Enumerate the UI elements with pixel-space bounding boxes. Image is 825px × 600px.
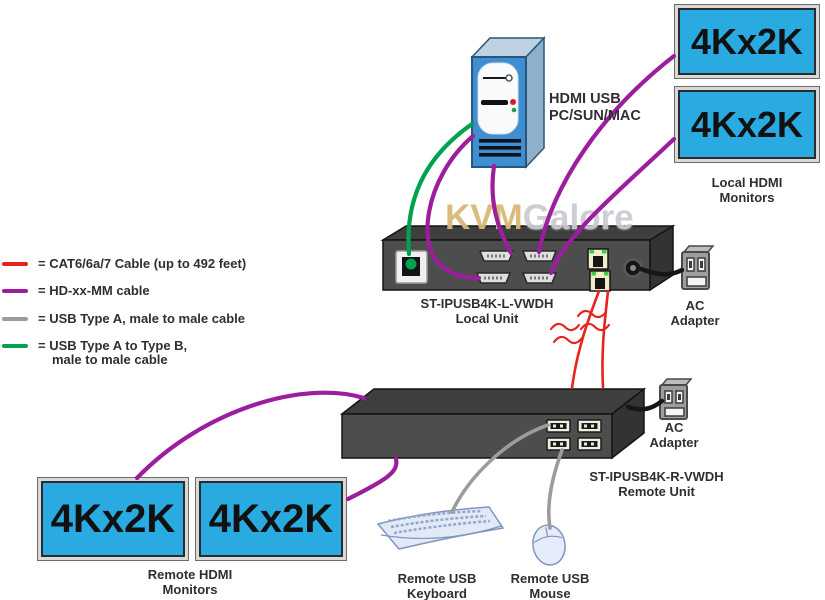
- remote-unit-box: [339, 387, 647, 460]
- remote-monitor-2: 4Kx2K: [195, 477, 347, 561]
- cat6-cable-1: [570, 289, 601, 390]
- local-monitor-1: 4Kx2K: [674, 4, 820, 79]
- cable-legend: = CAT6/6a/7 Cable (up to 492 feet) = HD-…: [2, 0, 302, 380]
- local-ac-line2: Adapter: [670, 313, 720, 328]
- mouse-label-line1: Remote USB: [510, 571, 590, 586]
- keyboard-label-line2: Keyboard: [407, 586, 467, 600]
- legend-label-usb-ab-line1: = USB Type A to Type B,: [38, 338, 188, 353]
- local-monitor-2-screen: 4Kx2K: [678, 90, 816, 159]
- hdmi-cable-pc-1: [490, 163, 514, 256]
- usb-ab-cable-pc-to-local: [406, 121, 475, 257]
- local-unit-label: ST-IPUSB4K-L-VWDH Local Unit: [392, 296, 582, 326]
- hd-cable-swatch: [2, 289, 28, 293]
- usb-b-plug: [405, 258, 417, 270]
- ac-adapter-remote-icon: [659, 378, 693, 420]
- hdmi-cable-local-monitor-2: [548, 136, 677, 276]
- mouse-label: Remote USB Mouse: [500, 571, 600, 600]
- usb-a-port-4: [577, 437, 602, 451]
- remote-unit-name: Remote Unit: [618, 484, 695, 499]
- usb-cable-keyboard: [450, 423, 550, 514]
- remote-monitors-caption-line1: Remote HDMI: [147, 567, 233, 582]
- local-unit-model: ST-IPUSB4K-L-VWDH: [420, 296, 554, 311]
- local-monitors-caption-line2: Monitors: [719, 190, 775, 205]
- usb-ab-swatch: [2, 344, 28, 348]
- hdd-led: [511, 107, 517, 113]
- hdmi-port-4: [521, 272, 558, 284]
- rj45-port-2: [589, 270, 611, 292]
- cat6-cable-2: [601, 289, 610, 389]
- remote-monitor-1-screen: 4Kx2K: [41, 481, 185, 557]
- keyboard-icon: [376, 506, 505, 550]
- legend-item-cat6: = CAT6/6a/7 Cable (up to 492 feet): [2, 257, 246, 271]
- computer-label-line1: HDMI USB: [549, 91, 621, 107]
- remote-monitors-caption: Remote HDMI Monitors: [97, 567, 283, 597]
- legend-item-hd: = HD-xx-MM cable: [2, 284, 150, 298]
- rj45-port-1: [587, 248, 609, 270]
- mouse-label-line2: Mouse: [529, 586, 571, 600]
- keyboard-label-line1: Remote USB: [397, 571, 477, 586]
- cable-break-marks: [549, 309, 611, 345]
- computer-label: HDMI USB PC/SUN/MAC: [549, 91, 679, 125]
- local-monitors-caption-line1: Local HDMI: [711, 175, 783, 190]
- remote-monitor-1: 4Kx2K: [37, 477, 189, 561]
- usb-cable-mouse: [546, 448, 564, 530]
- legend-item-usb-ab: = USB Type A to Type B, male to male cab…: [2, 339, 187, 367]
- legend-label-usb-a: = USB Type A, male to male cable: [38, 311, 245, 326]
- hdmi-cable-remote-monitor-1: [134, 390, 367, 481]
- cat6-swatch: [2, 262, 28, 266]
- hdmi-port-1: [478, 250, 515, 262]
- ac-adapter-local-icon: [681, 245, 715, 290]
- legend-label-cat6: = CAT6/6a/7 Cable (up to 492 feet): [38, 256, 247, 271]
- remote-monitors-caption-line2: Monitors: [162, 582, 218, 597]
- local-unit-name: Local Unit: [455, 311, 519, 326]
- watermark-kvm-text: KVM: [445, 198, 523, 237]
- local-unit-box: [380, 224, 676, 292]
- remote-ac-line1: AC: [664, 420, 684, 435]
- local-monitors-caption: Local HDMI Monitors: [674, 175, 820, 205]
- power-cable-local: [638, 266, 685, 277]
- hdmi-cable-pc-2: [425, 133, 482, 281]
- remote-ac-line2: Adapter: [649, 435, 699, 450]
- local-ac-label: AC Adapter: [655, 298, 735, 328]
- legend-label-hd: = HD-xx-MM cable: [38, 283, 150, 298]
- hdmi-cable-local-monitor-1: [536, 53, 677, 255]
- legend-label-usb-ab: = USB Type A to Type B, male to male cab…: [38, 339, 187, 367]
- local-ac-line1: AC: [685, 298, 705, 313]
- hdmi-port-2: [521, 250, 558, 262]
- local-monitor-1-screen: 4Kx2K: [678, 8, 816, 75]
- mouse-icon: [532, 524, 566, 566]
- power-led: [510, 99, 516, 105]
- power-cable-remote: [625, 398, 665, 412]
- hdmi-cable-remote-monitor-2: [345, 456, 399, 502]
- legend-item-usb-a: = USB Type A, male to male cable: [2, 312, 245, 326]
- usb-a-port-3: [546, 437, 571, 451]
- computer-label-line2: PC/SUN/MAC: [549, 108, 641, 124]
- local-monitor-2: 4Kx2K: [674, 86, 820, 163]
- legend-label-usb-ab-line2: male to male cable: [52, 352, 168, 367]
- remote-monitor-2-screen: 4Kx2K: [199, 481, 343, 557]
- remote-ac-label: AC Adapter: [634, 420, 714, 450]
- usb-a-port-2: [577, 419, 602, 433]
- remote-unit-model: ST-IPUSB4K-R-VWDH: [589, 469, 724, 484]
- remote-unit-label: ST-IPUSB4K-R-VWDH Remote Unit: [564, 469, 749, 499]
- computer-tower-icon: [470, 36, 546, 169]
- keyboard-label: Remote USB Keyboard: [377, 571, 497, 600]
- usb-a-swatch: [2, 317, 28, 321]
